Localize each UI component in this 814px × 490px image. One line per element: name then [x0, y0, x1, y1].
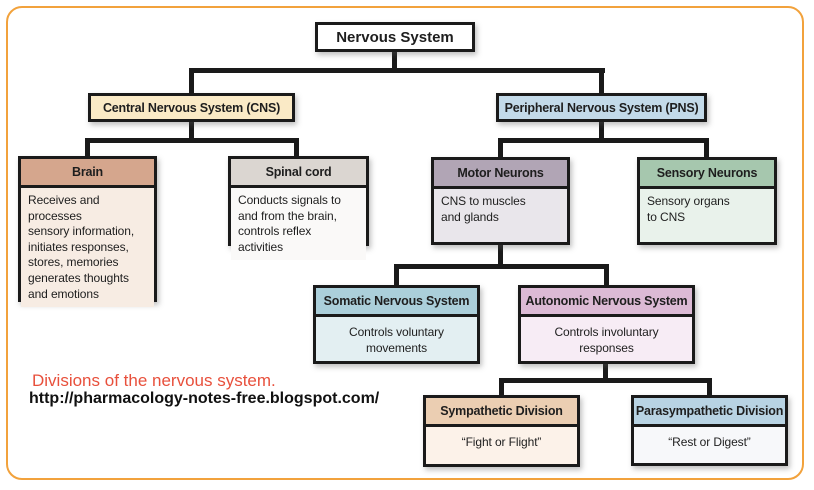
node-parasympathetic: Parasympathetic Division “Rest or Digest… — [631, 395, 788, 466]
node-autonomic-body: Controls involuntary responses — [521, 317, 692, 362]
node-somatic: Somatic Nervous System Controls voluntar… — [313, 285, 480, 364]
connector-to-pns — [599, 68, 604, 94]
connector-autonomic-stem — [603, 362, 608, 383]
connector-root-rail — [189, 68, 605, 73]
connector-to-sympathetic — [499, 378, 504, 396]
connector-to-sensory-neurons — [704, 138, 709, 158]
node-spinal-cord: Spinal cord Conducts signals to and from… — [228, 156, 369, 261]
node-nervous-system: Nervous System — [315, 22, 475, 52]
connector-root-stem — [392, 50, 397, 71]
node-parasympathetic-body: “Rest or Digest” — [634, 427, 785, 463]
connector-to-cns — [189, 68, 194, 94]
connector-to-autonomic — [604, 264, 609, 286]
node-spinal-cord-header: Spinal cord — [231, 159, 366, 188]
node-parasympathetic-header: Parasympathetic Division — [634, 398, 785, 427]
node-sensory-neurons: Sensory Neurons Sensory organs to CNS — [637, 157, 777, 245]
connector-autonomic-rail — [499, 378, 712, 383]
node-sympathetic-body: “Fight or Flight” — [426, 427, 577, 464]
node-sympathetic-header: Sympathetic Division — [426, 398, 577, 427]
connector-cns-stem — [189, 120, 194, 141]
node-brain-header: Brain — [21, 159, 154, 188]
node-motor-neurons-body: CNS to muscles and glands — [434, 189, 567, 242]
node-autonomic-header: Autonomic Nervous System — [521, 288, 692, 317]
node-sensory-neurons-header: Sensory Neurons — [640, 160, 774, 189]
node-motor-neurons: Motor Neurons CNS to muscles and glands — [431, 157, 570, 245]
node-motor-neurons-header: Motor Neurons — [434, 160, 567, 189]
node-brain-body: Receives and processes sensory informati… — [21, 188, 154, 308]
node-autonomic: Autonomic Nervous System Controls involu… — [518, 285, 695, 364]
connector-to-parasympathetic — [707, 378, 712, 396]
connector-to-brain — [85, 138, 90, 157]
connector-motor-rail — [394, 264, 609, 269]
node-somatic-body: Controls voluntary movements — [316, 317, 477, 362]
caption-url: http://pharmacology-notes-free.blogspot.… — [29, 390, 380, 407]
node-spinal-cord-body: Conducts signals to and from the brain, … — [231, 188, 366, 261]
connector-to-spinal-cord — [294, 138, 299, 157]
node-sympathetic: Sympathetic Division “Fight or Flight” — [423, 395, 580, 467]
connector-to-somatic — [394, 264, 399, 286]
node-sensory-neurons-body: Sensory organs to CNS — [640, 189, 774, 242]
caption-title: Divisions of the nervous system. — [32, 371, 276, 390]
node-pns: Peripheral Nervous System (PNS) — [496, 93, 707, 122]
node-brain: Brain Receives and processes sensory inf… — [18, 156, 157, 308]
connector-cns-rail — [85, 138, 299, 143]
connector-pns-stem — [599, 120, 604, 141]
node-somatic-header: Somatic Nervous System — [316, 288, 477, 317]
node-cns: Central Nervous System (CNS) — [88, 93, 295, 122]
connector-motor-stem — [498, 243, 503, 269]
connector-to-motor-neurons — [498, 138, 503, 158]
connector-pns-rail — [498, 138, 709, 143]
